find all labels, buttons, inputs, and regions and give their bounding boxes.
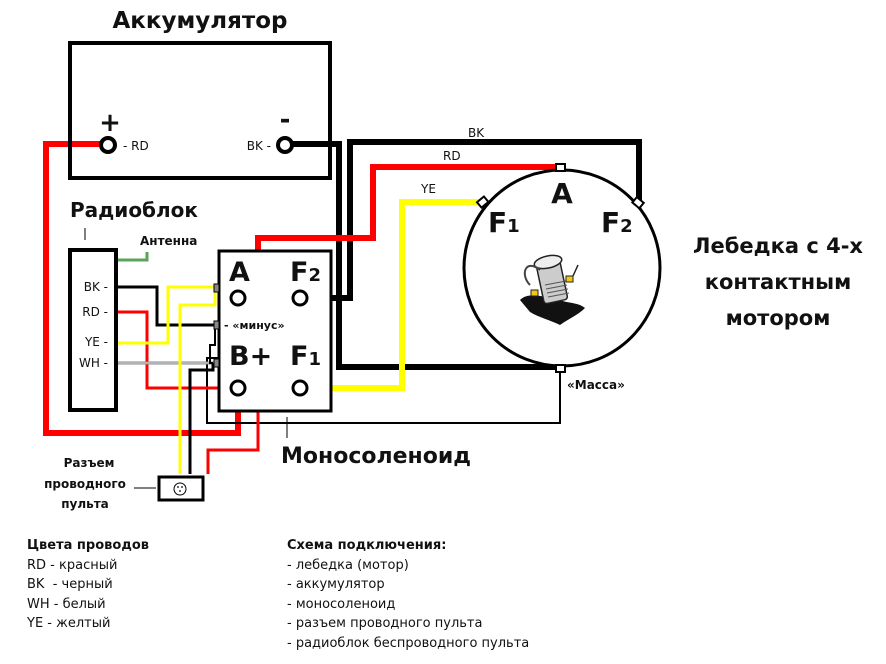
solenoid-terminal-a (229, 289, 247, 307)
radio-pin-wh: WH - (79, 356, 108, 370)
legend-item: RD - красный (27, 557, 118, 573)
connector-label-line1: Разъем (64, 456, 115, 470)
motor-terminal-f2-label: F2 (601, 206, 633, 239)
motor-terminal-a-pin (555, 163, 566, 172)
solenoid-terminal-a-label: A (229, 257, 250, 288)
solenoid-pin-top (213, 283, 220, 293)
winch-title-line3: мотором (726, 306, 831, 330)
scheme-item: - аккумулятор (287, 577, 385, 592)
scheme-item: - моносоленоид (287, 596, 396, 612)
connector-label-line3: пульта (61, 497, 109, 511)
wire-f2-bk (300, 139, 642, 301)
radio-unit-box (68, 248, 118, 412)
winch-title-line1: Лебедка с 4-х (693, 234, 863, 258)
wire-connector-bk (188, 363, 215, 474)
solenoid-terminal-f2-label: F2 (290, 257, 321, 288)
radio-pin-ye: YE - (84, 335, 108, 349)
solenoid-pin-minus (213, 320, 220, 330)
motor-ground-pin (555, 364, 566, 373)
wire-battery-minus-black (288, 141, 556, 370)
connection-scheme-legend: Схема подключения: - лебедка (мотор) - а… (287, 536, 529, 653)
solenoid-pin-bottom (213, 358, 220, 368)
motor-terminal-f2-pin (630, 195, 646, 210)
solenoid-terminal-f1 (291, 379, 309, 397)
radio-pin-rd: RD - (82, 305, 108, 319)
wire-antenna-green (118, 252, 149, 262)
battery-title: Аккумулятор (112, 8, 287, 34)
connection-scheme-title: Схема подключения: (287, 538, 447, 553)
solenoid-terminal-bplus (229, 379, 247, 397)
wire-connector-ye (178, 290, 217, 474)
wire-solenoid-minus-link (209, 325, 216, 364)
wire-colors-legend: Цвета проводов RD - красный BK - черный … (27, 536, 149, 634)
wire-label-bk: BK (468, 126, 485, 140)
wire-colors-legend-title: Цвета проводов (27, 538, 149, 553)
battery-minus-terminal (276, 136, 294, 154)
radio-unit-title: Радиоблок (70, 198, 198, 222)
battery-plus-sign: + (99, 108, 121, 138)
motor-mascot-illustration (520, 254, 585, 325)
battery-box (68, 41, 332, 180)
solenoid-terminal-f1-label: F1 (290, 341, 321, 372)
legend-item: YE - желтый (27, 616, 111, 631)
solenoid-terminal-bplus-label: B+ (229, 341, 272, 372)
wire-radio-bk (118, 285, 215, 327)
radio-pin-bk: BK - (84, 280, 108, 294)
legend-item: WH - белый (27, 596, 106, 612)
wire-f1-ye (300, 199, 482, 391)
motor-terminal-f1-pin (475, 195, 490, 210)
connector-label-line2: проводного (44, 477, 126, 491)
battery-minus-wire-label: BK - (247, 139, 271, 153)
wire-battery-plus-red (43, 141, 241, 436)
solenoid-terminal-f2 (291, 289, 309, 307)
remote-connector-socket-icon (173, 482, 187, 496)
scheme-item: - лебедка (мотор) (287, 557, 409, 573)
wire-radio-rd (118, 310, 238, 390)
wire-radio-ye (118, 285, 215, 345)
scheme-item: - разъем проводного пульта (287, 616, 483, 631)
winch-title-line2: контактным (705, 270, 852, 294)
motor-terminal-a-label: A (551, 177, 573, 210)
solenoid-title: Моносоленоид (281, 444, 471, 469)
battery-plus-terminal (99, 136, 117, 154)
battery-plus-wire-label: - RD (123, 139, 149, 153)
wire-label-ye: YE (420, 182, 436, 196)
battery-minus-sign: - (280, 105, 291, 135)
legend-item: BK - черный (27, 577, 113, 592)
motor-terminal-f1-label: F1 (488, 206, 520, 239)
antenna-label: Антенна (140, 234, 197, 248)
motor-ground-label: «Масса» (567, 378, 625, 392)
solenoid-minus-label: - «минус» (224, 319, 285, 332)
scheme-item: - радиоблок беспроводного пульта (287, 635, 530, 651)
wire-label-rd: RD (443, 149, 461, 163)
